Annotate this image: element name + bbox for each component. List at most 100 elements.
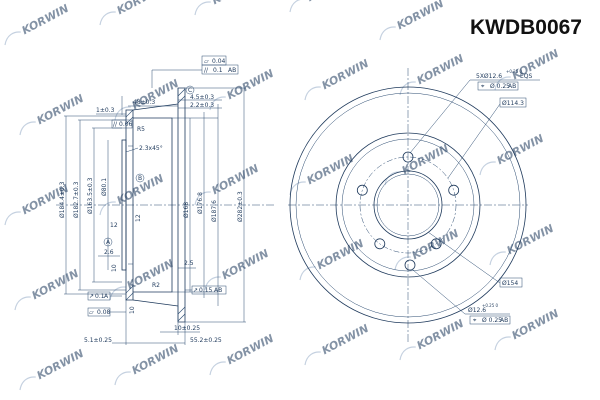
friction-ring-inner <box>335 132 481 278</box>
watermark-mark: KORWIN <box>19 347 86 391</box>
parallel-value: 0.1 <box>213 67 223 74</box>
runout-symbol-left: ↗ <box>89 293 94 300</box>
watermark-swoosh-icon <box>394 256 411 271</box>
watermark-swoosh-icon <box>194 191 211 206</box>
watermark-swoosh-icon <box>299 266 316 281</box>
runout-right-datum: AB <box>214 287 222 294</box>
hole2-leader <box>412 269 466 315</box>
section-hatch-upper <box>125 88 186 125</box>
radius-r5: R5 <box>137 126 145 133</box>
watermark-text: KORWIN <box>35 92 86 127</box>
watermark-text: KORWIN <box>415 52 466 87</box>
section-hatch-lower <box>125 285 186 322</box>
holes-label: 5XØ12.6 <box>476 73 502 80</box>
dim-48: 48±0.3 <box>133 99 155 106</box>
chamfer: 2.3x45° <box>139 145 163 152</box>
parallel-left-frame <box>111 119 133 129</box>
watermark-mark: KORWIN <box>304 57 371 101</box>
holes-position-symbol: ⌖ <box>481 83 485 90</box>
bore-frame <box>499 277 523 288</box>
watermark-mark: KORWIN <box>99 0 166 26</box>
watermark-text: KORWIN <box>115 0 166 17</box>
bolt-hole <box>356 184 368 196</box>
watermark-text: KORWIN <box>305 152 356 187</box>
holes-tolerance: +0.25 0 <box>506 69 523 74</box>
watermark-text: KORWIN <box>410 227 461 262</box>
watermark-text: KORWIN <box>320 322 371 357</box>
bore: Ø154 <box>502 280 518 287</box>
hub-steps <box>128 145 133 265</box>
holes-datum: AB <box>508 83 516 90</box>
parallel-left-value: 0.06 <box>119 121 133 128</box>
watermark-text: KORWIN <box>35 347 86 382</box>
watermark-text: KORWIN <box>30 267 81 302</box>
runout-symbol-right: ↗ <box>193 287 198 294</box>
hole2-position: Ø 0.25 <box>482 317 502 324</box>
watermark-swoosh-icon <box>399 81 416 96</box>
holes-eqs: EQS <box>520 73 533 80</box>
dim-10: 10 <box>111 264 118 272</box>
watermark-text: KORWIN <box>220 247 271 282</box>
watermark-text: KORWIN <box>315 237 366 272</box>
datum-b: B <box>138 175 142 182</box>
dim-10-25: 10±0.25 <box>174 325 200 332</box>
flatness-bottom-symbol: ⏥ <box>89 309 94 316</box>
hub-face <box>121 139 127 271</box>
dim-5-1: 5.1±0.25 <box>84 337 112 344</box>
front-view: 5XØ12.6 +0.25 0 EQS ⌖ Ø 0.25 AB Ø114.3 Ø… <box>288 68 540 342</box>
pcd: Ø114.3 <box>502 100 524 107</box>
diameter-dimension-lines <box>65 88 245 322</box>
flatness-bottom-value: 0.08 <box>97 309 111 316</box>
dim-12: 12 <box>110 222 118 229</box>
watermark-mark: KORWIN <box>304 322 371 366</box>
bolt-holes <box>356 151 460 271</box>
bolt-hole <box>448 184 460 196</box>
bolt-hole <box>430 238 442 250</box>
watermark-swoosh-icon <box>209 96 226 111</box>
watermark-swoosh-icon <box>19 121 36 136</box>
dim-d168: Ø168 <box>183 202 190 218</box>
parallel-frame <box>201 64 239 75</box>
watermark-mark: KORWIN <box>19 92 86 136</box>
dim-d282: Ø282±0.3 <box>237 191 244 222</box>
side-section-view: Ø184.4±0.3 Ø182.7±0.3 Ø163.5±0.3 Ø80.1 Ø… <box>56 55 276 345</box>
watermark-text: KORWIN <box>510 307 561 342</box>
watermark-swoosh-icon <box>114 106 131 121</box>
watermark-mark: KORWIN <box>494 307 561 351</box>
dim-4-5: 4.5±0.3 <box>190 94 214 101</box>
watermark-swoosh-icon <box>489 251 506 266</box>
dim-2-6: 2.6 <box>104 249 114 256</box>
watermark-swoosh-icon <box>109 286 126 301</box>
datum-a: A <box>106 239 111 246</box>
watermark-swoosh-icon <box>204 276 221 291</box>
flatness-symbol: ⏥ <box>204 58 209 65</box>
watermark-mark: KORWIN <box>289 0 356 13</box>
watermark-text: KORWIN <box>130 342 181 377</box>
watermark-text: KORWIN <box>225 332 276 367</box>
parallel-symbol: // <box>204 67 209 74</box>
watermark-swoosh-icon <box>194 1 211 16</box>
watermark-mark: KORWIN <box>399 52 466 96</box>
datum-b-bubble <box>135 173 145 183</box>
runout-left-value: 0.1 <box>95 293 105 300</box>
watermark-swoosh-icon <box>304 86 321 101</box>
dim-d163: Ø163.5±0.3 <box>87 177 94 214</box>
watermark-mark: KORWIN <box>299 237 366 281</box>
runout-right-value: 0.15 <box>199 287 213 294</box>
watermark-mark: KORWIN <box>4 2 71 46</box>
watermark-text: KORWIN <box>505 222 556 257</box>
dim-d187: Ø187.6 <box>211 200 218 222</box>
dim-10-b: 10 <box>129 306 136 314</box>
watermark-swoosh-icon <box>399 346 416 361</box>
bolt-hole <box>374 238 386 250</box>
hat-inner <box>133 117 173 293</box>
center-bore-chamfer <box>376 173 440 237</box>
detail-hole <box>404 259 416 271</box>
watermark-mark: KORWIN <box>479 132 546 176</box>
watermark-text: KORWIN <box>495 132 546 167</box>
parallel-datum: AB <box>228 67 236 74</box>
pcd-leader <box>447 103 501 179</box>
watermark-mark: KORWIN <box>379 0 446 41</box>
dim-2-2: 2.2±0.3 <box>190 102 214 109</box>
